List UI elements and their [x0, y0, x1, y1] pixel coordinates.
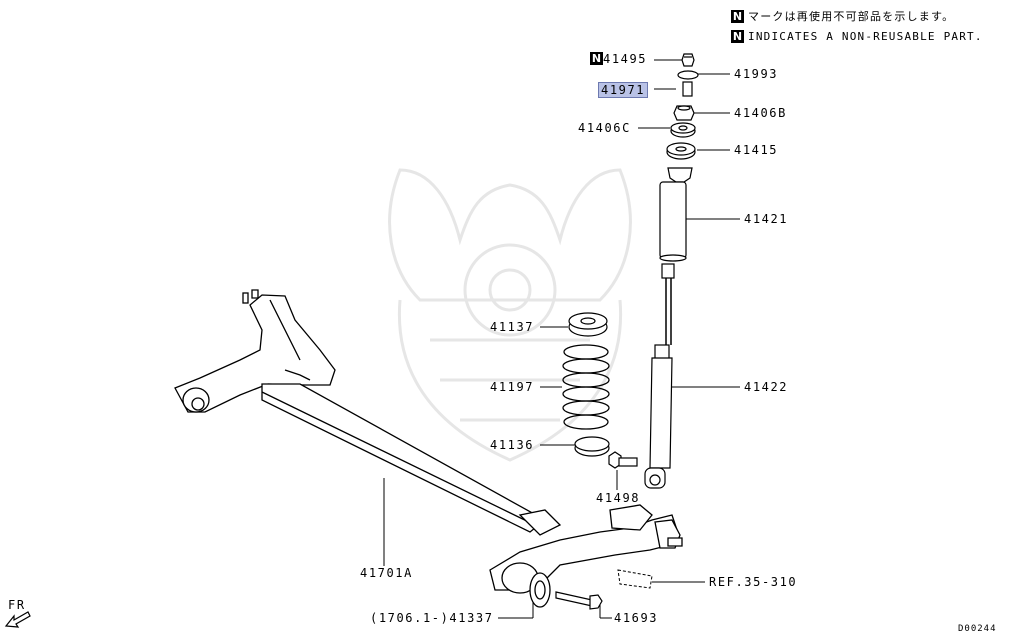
leader-lines: [383, 59, 740, 619]
part-label-41136[interactable]: 41136: [490, 438, 535, 452]
non-reusable-n-icon: N: [590, 52, 603, 65]
shock-absorber-41422: [644, 263, 675, 489]
part-label-41421[interactable]: 41421: [744, 212, 789, 226]
diagram-code: D00244: [958, 624, 997, 634]
non-reusable-n-icon: N: [731, 10, 744, 23]
legend-jp-line: N マークは再使用不可部品を示します。: [731, 10, 954, 24]
part-label-41422[interactable]: 41422: [744, 380, 789, 394]
spring-seat-41136: [574, 436, 610, 457]
front-label: FR: [8, 598, 26, 612]
part-label-41337[interactable]: (1706.1-)41337: [370, 611, 494, 625]
dust-cover-41421: [659, 167, 693, 262]
washer-41993: [677, 70, 699, 80]
spring-seat-41137: [568, 312, 608, 337]
front-direction-arrow-icon: [4, 611, 31, 628]
non-reusable-n-icon: N: [731, 30, 744, 43]
part-label-41701A[interactable]: 41701A: [360, 566, 413, 580]
legend-en-text: INDICATES A NON-REUSABLE PART.: [748, 30, 983, 43]
part-label-41415[interactable]: 41415: [734, 143, 779, 157]
part-label-41498[interactable]: 41498: [596, 491, 641, 505]
bushing-41415: [666, 142, 696, 160]
nut-41495: [681, 53, 695, 67]
bushing-41406C: [670, 122, 696, 138]
nut-41406B: [673, 105, 695, 121]
part-label-41693[interactable]: 41693: [614, 611, 659, 625]
coil-spring-41197: [562, 344, 610, 430]
part-label-41137[interactable]: 41137: [490, 320, 535, 334]
part-label-41971-highlighted[interactable]: 41971: [598, 82, 649, 98]
rear-axle-beam-41701A: [174, 289, 683, 608]
legend-en-line: N INDICATES A NON-REUSABLE PART.: [731, 30, 983, 44]
part-label-41993[interactable]: 41993: [734, 67, 779, 81]
watermark-emblem: [388, 168, 632, 462]
part-label-41406B[interactable]: 41406B: [734, 106, 787, 120]
part-label-41197[interactable]: 41197: [490, 380, 535, 394]
part-label-41406C[interactable]: 41406C: [578, 121, 631, 135]
part-label-ref-35-310[interactable]: REF.35-310: [709, 575, 798, 589]
legend-jp-text: マークは再使用不可部品を示します。: [748, 10, 955, 23]
bolt-41498: [608, 451, 638, 469]
bolt-41693: [555, 591, 603, 610]
collar-41971: [682, 81, 693, 97]
bracket-ref-35-310: [617, 569, 653, 589]
